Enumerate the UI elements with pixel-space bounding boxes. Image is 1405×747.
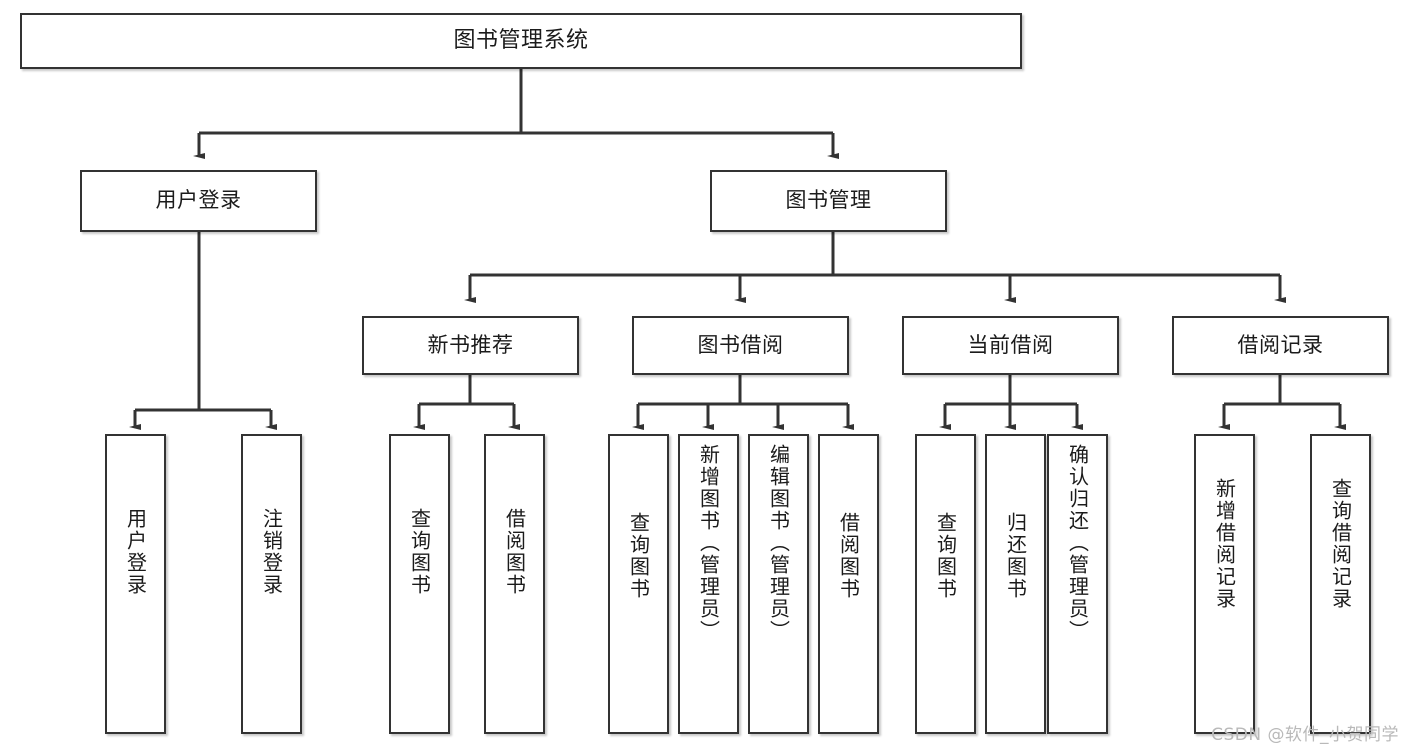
node-label: 借阅图书	[502, 508, 527, 596]
leaf-borrow-book[interactable]: 借阅图书	[818, 434, 879, 734]
node-label: 当前借阅	[967, 332, 1054, 357]
node-label: 查询借阅记录	[1328, 478, 1353, 610]
node-book-management[interactable]: 图书管理	[710, 170, 947, 232]
node-label: 新增借阅记录	[1212, 478, 1237, 610]
node-label: 确认归还（管理员）	[1065, 444, 1090, 642]
node-book-borrow[interactable]: 图书借阅	[632, 316, 849, 375]
leaf-return-book[interactable]: 归还图书	[985, 434, 1046, 734]
node-label: 查询图书	[626, 512, 651, 600]
node-label: 注销登录	[259, 508, 284, 596]
leaf-logout[interactable]: 注销登录	[241, 434, 302, 734]
leaf-add-borrow-record[interactable]: 新增借阅记录	[1194, 434, 1255, 734]
node-label: 用户登录	[155, 188, 242, 213]
leaf-query-book-borrow[interactable]: 查询图书	[608, 434, 669, 734]
leaf-borrow-book-recommend[interactable]: 借阅图书	[484, 434, 545, 734]
leaf-user-login[interactable]: 用户登录	[105, 434, 166, 734]
node-label: 图书借阅	[697, 332, 784, 357]
node-user-login[interactable]: 用户登录	[80, 170, 317, 232]
node-label: 图书管理	[785, 188, 872, 213]
node-label: 新书推荐	[427, 332, 514, 357]
node-label: 用户登录	[123, 508, 148, 596]
node-root-system[interactable]: 图书管理系统	[20, 13, 1022, 69]
leaf-confirm-return-admin[interactable]: 确认归还（管理员）	[1047, 434, 1108, 734]
leaf-query-book-current[interactable]: 查询图书	[915, 434, 976, 734]
node-label: 归还图书	[1003, 512, 1028, 600]
leaf-edit-book-admin[interactable]: 编辑图书（管理员）	[748, 434, 809, 734]
leaf-add-book-admin[interactable]: 新增图书（管理员）	[678, 434, 739, 734]
leaf-query-borrow-record[interactable]: 查询借阅记录	[1310, 434, 1371, 734]
node-label: 查询图书	[407, 508, 432, 596]
node-new-book-recommend[interactable]: 新书推荐	[362, 316, 579, 375]
node-borrow-record[interactable]: 借阅记录	[1172, 316, 1389, 375]
leaf-query-book-recommend[interactable]: 查询图书	[389, 434, 450, 734]
node-label: 借阅图书	[836, 512, 861, 600]
node-label: 图书管理系统	[453, 27, 589, 53]
node-label: 新增图书（管理员）	[696, 444, 721, 642]
csdn-watermark: CSDN @软件_小贺同学	[1211, 725, 1399, 745]
node-label: 编辑图书（管理员）	[766, 444, 791, 642]
node-label: 查询图书	[933, 512, 958, 600]
node-current-borrow[interactable]: 当前借阅	[902, 316, 1119, 375]
node-label: 借阅记录	[1237, 332, 1324, 357]
